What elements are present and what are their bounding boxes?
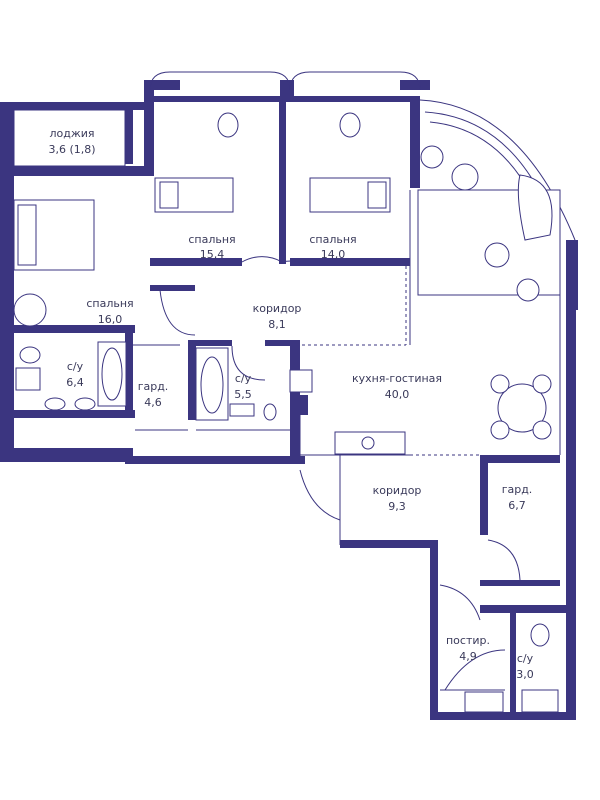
- room-area-bedroom-2: 15,4: [200, 248, 225, 261]
- room-area-bathroom-3: 3,0: [516, 668, 534, 681]
- room-area-corridor-2: 9,3: [388, 500, 406, 513]
- room-name-bedroom-1: спальня: [86, 297, 133, 310]
- room-name-corridor-2: коридор: [373, 484, 422, 497]
- room-name-wardrobe-1: гард.: [138, 380, 169, 393]
- room-name-bathroom-3: с/у: [517, 652, 534, 665]
- room-name-kitchen-living: кухня-гостиная: [352, 372, 442, 385]
- dashed-lines: [290, 266, 480, 456]
- room-name-bathroom-2: с/у: [235, 372, 252, 385]
- room-name-bathroom-1: с/у: [67, 360, 84, 373]
- walls: [0, 80, 578, 720]
- room-name-corridor-1: коридор: [253, 302, 302, 315]
- room-area-bathroom-1: 6,4: [66, 376, 84, 389]
- room-labels: лоджия 3,6 (1,8) спальня 15,4 спальня 14…: [48, 127, 533, 681]
- room-name-wardrobe-2: гард.: [502, 483, 533, 496]
- room-name-bedroom-2: спальня: [188, 233, 235, 246]
- room-area-wardrobe-1: 4,6: [144, 396, 162, 409]
- room-area-kitchen-living: 40,0: [385, 388, 410, 401]
- room-name-loggia: лоджия: [49, 127, 94, 140]
- room-name-bedroom-3: спальня: [309, 233, 356, 246]
- room-area-laundry: 4,9: [459, 650, 477, 663]
- room-name-laundry: постир.: [446, 634, 490, 647]
- doors: [159, 256, 521, 691]
- room-area-wardrobe-2: 6,7: [508, 499, 526, 512]
- room-area-loggia: 3,6 (1,8): [48, 143, 95, 156]
- room-area-bathroom-2: 5,5: [234, 388, 252, 401]
- furniture: [13, 112, 561, 713]
- room-area-bedroom-1: 16,0: [98, 313, 123, 326]
- room-area-corridor-1: 8,1: [268, 318, 286, 331]
- room-area-bedroom-3: 14,0: [321, 248, 346, 261]
